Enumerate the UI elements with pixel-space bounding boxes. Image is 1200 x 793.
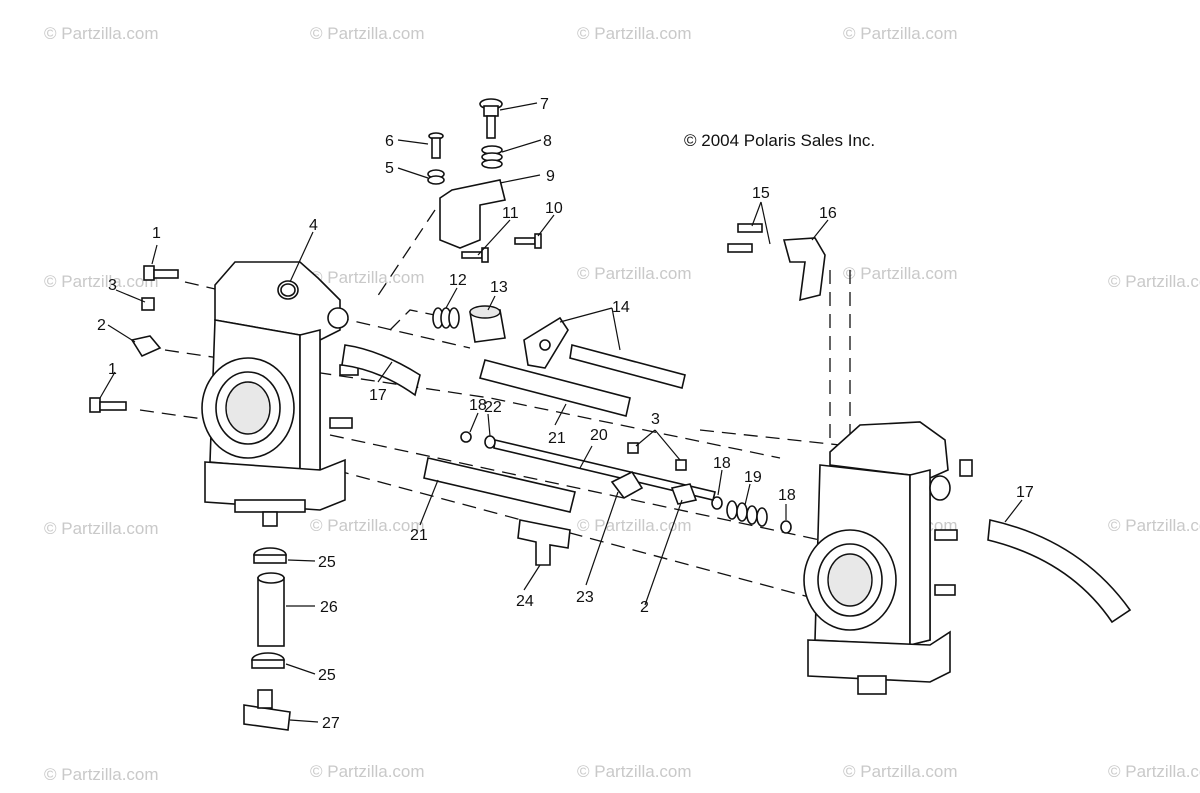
screw-1-upper xyxy=(143,265,179,281)
callout-25: 25 xyxy=(318,667,336,684)
watermark: © Partzilla.com xyxy=(577,762,692,781)
spring-8 xyxy=(481,145,503,169)
callout-13: 13 xyxy=(490,279,508,296)
tube-21-lower xyxy=(423,457,576,513)
callout-11: 11 xyxy=(502,205,519,222)
callout-22: 22 xyxy=(484,399,502,416)
callout-8: 8 xyxy=(543,133,552,150)
clamp-25-lower xyxy=(251,652,285,669)
callout-3: 3 xyxy=(108,277,117,294)
tee-24 xyxy=(517,519,571,566)
watermark: © Partzilla.com xyxy=(44,765,159,784)
watermark: © Partzilla.com xyxy=(310,268,425,287)
callout-17: 17 xyxy=(369,387,387,404)
screw-11 xyxy=(461,247,489,263)
callout-21: 21 xyxy=(548,430,566,447)
washer-18-c xyxy=(780,520,792,534)
clamp-25-upper xyxy=(253,547,287,564)
watermark: © Partzilla.com xyxy=(1108,762,1200,781)
callout-18: 18 xyxy=(469,397,487,414)
sleeve-13 xyxy=(469,305,506,343)
callout-27: 27 xyxy=(322,715,340,732)
watermark: © Partzilla.com xyxy=(843,24,958,43)
spring-12 xyxy=(432,307,460,329)
callout-9: 9 xyxy=(546,168,555,185)
callout-14: 14 xyxy=(612,299,630,316)
watermark: © Partzilla.com xyxy=(577,24,692,43)
left-carburetor xyxy=(201,261,359,527)
nut-3-left xyxy=(141,297,155,311)
rod-14 xyxy=(569,343,686,389)
callout-2: 2 xyxy=(97,317,106,334)
callout-15: 15 xyxy=(752,185,770,202)
callout-labels: 1 1 2 2 3 3 4 5 6 7 8 9 10 11 12 13 14 1… xyxy=(97,96,1034,732)
clip-2-left xyxy=(130,335,162,358)
screw-6 xyxy=(428,132,444,159)
watermark: © Partzilla.com xyxy=(44,519,159,538)
spring-5 xyxy=(427,169,445,185)
watermark: © Partzilla.com xyxy=(577,516,692,535)
watermark: © Partzilla.com xyxy=(843,762,958,781)
callout-20: 20 xyxy=(590,427,608,444)
callout-25: 25 xyxy=(318,554,336,571)
watermark: © Partzilla.com xyxy=(843,264,958,283)
callout-4: 4 xyxy=(309,217,318,234)
callout-1: 1 xyxy=(108,361,117,378)
hose-17-left xyxy=(341,344,421,397)
screw-10 xyxy=(514,233,542,249)
watermark: © Partzilla.com xyxy=(577,264,692,283)
spring-19 xyxy=(726,500,768,527)
callout-5: 5 xyxy=(385,160,394,177)
lever-23 xyxy=(610,470,644,500)
screw-1-lower xyxy=(89,397,127,413)
watermark: © Partzilla.com xyxy=(44,272,159,291)
callout-17: 17 xyxy=(1016,484,1034,501)
watermark: © Partzilla.com xyxy=(310,762,425,781)
callout-18: 18 xyxy=(778,487,796,504)
callout-12: 12 xyxy=(449,272,467,289)
callout-19: 19 xyxy=(744,469,762,486)
callout-26: 26 xyxy=(320,599,338,616)
callout-23: 23 xyxy=(576,589,594,606)
tube-21-upper xyxy=(479,359,631,417)
callout-24: 24 xyxy=(516,593,534,610)
clip-22 xyxy=(484,435,496,449)
copyright-notice: © 2004 Polaris Sales Inc. xyxy=(684,131,876,150)
callout-1: 1 xyxy=(152,225,161,242)
watermark: © Partzilla.com xyxy=(1108,516,1200,535)
callout-10: 10 xyxy=(545,200,563,217)
watermark: © Partzilla.com xyxy=(44,24,159,43)
lever-14 xyxy=(523,316,569,369)
bracket-16 xyxy=(782,237,826,302)
callout-6: 6 xyxy=(385,133,394,150)
watermark: © Partzilla.com xyxy=(310,516,425,535)
fitting-4 xyxy=(280,283,296,297)
right-carburetor xyxy=(803,421,973,695)
clip-2-right xyxy=(670,483,698,505)
washer-18-b xyxy=(711,496,723,510)
hose-17-right xyxy=(987,519,1132,624)
callout-21: 21 xyxy=(410,527,428,544)
washer-18-a xyxy=(460,431,472,443)
callout-2: 2 xyxy=(640,599,649,616)
tee-27 xyxy=(243,689,291,731)
callout-16: 16 xyxy=(819,205,837,222)
bracket-9 xyxy=(439,179,506,249)
callout-3: 3 xyxy=(651,411,660,428)
callout-7: 7 xyxy=(540,96,549,113)
callout-18: 18 xyxy=(713,455,731,472)
watermark: © Partzilla.com xyxy=(1108,272,1200,291)
nut-3-right xyxy=(627,442,687,471)
leader-lines xyxy=(99,102,1023,723)
watermark: © Partzilla.com xyxy=(310,24,425,43)
screw-7 xyxy=(479,98,503,139)
hose-26 xyxy=(257,572,285,647)
screws-15 xyxy=(727,223,763,253)
